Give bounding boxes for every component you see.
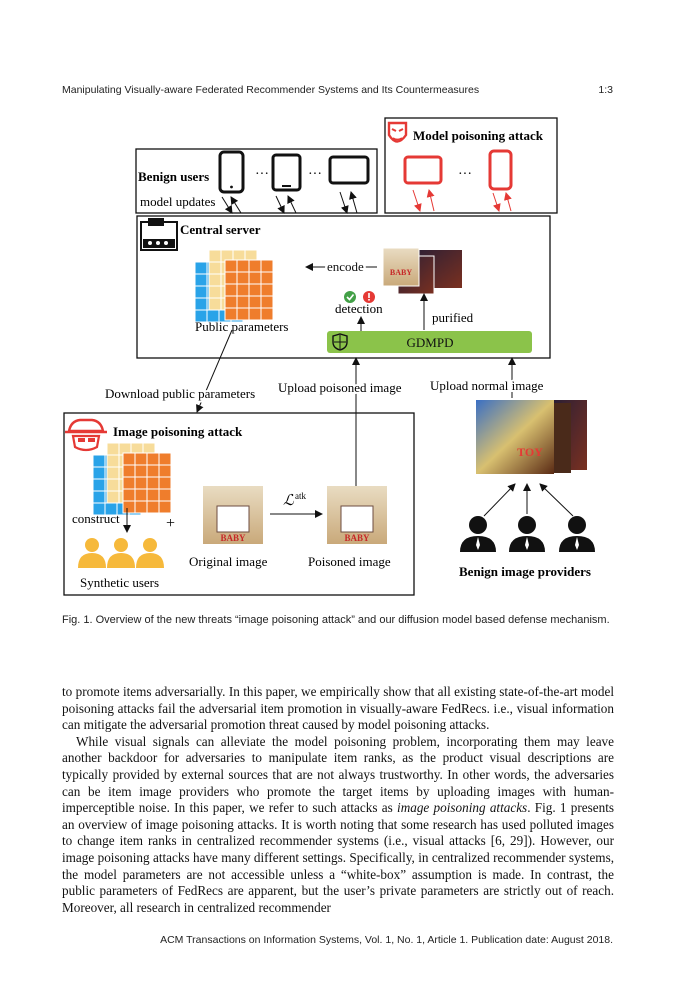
upload-poisoned-image-label: Upload poisoned image (278, 380, 402, 395)
construct-label: construct (72, 511, 120, 526)
page-footer: ACM Transactions on Information Systems,… (160, 934, 613, 946)
image-poisoning-attack-label: Image poisoning attack (113, 424, 243, 439)
poisoned-image-label: Poisoned image (308, 554, 391, 569)
tablet-icon (271, 153, 302, 192)
phone-icon (218, 150, 245, 194)
shield-icon (332, 333, 348, 351)
running-header-title: Manipulating Visually-aware Federated Re… (62, 84, 480, 96)
normal-image-stack: TOY (476, 400, 587, 474)
original-image-label: Original image (189, 554, 268, 569)
poster-stack: BABY (382, 247, 462, 295)
central-server-label: Central server (180, 222, 261, 237)
svg-text:TOY: TOY (517, 445, 543, 459)
public-parameters-grid (194, 249, 274, 323)
model-poisoning-attack-label: Model poisoning attack (413, 128, 544, 143)
check-icon (344, 291, 356, 303)
synthetic-users-label: Synthetic users (80, 575, 159, 590)
figure-caption: Fig. 1. Overview of the new threats “ima… (62, 614, 610, 626)
alert-icon (363, 291, 375, 303)
devil-mask-icon (387, 121, 408, 143)
model-updates-label: model updates (140, 194, 215, 209)
encode-label: encode (327, 259, 364, 274)
upload-normal-image-label: Upload normal image (430, 378, 544, 393)
svg-text:BABY: BABY (344, 533, 370, 543)
svg-text:···: ··· (255, 167, 269, 182)
gdmpd-label: GDMPD (407, 335, 454, 350)
svg-text:···: ··· (308, 167, 322, 182)
figure-1: Benign users model updates ··· ··· Model… (63, 117, 595, 596)
paragraph-2: While visual signals can alleviate the m… (62, 733, 615, 915)
synthetic-users-icon (78, 538, 164, 568)
loss-symbol: ℒ (283, 493, 295, 509)
page-number: 1:3 (598, 84, 613, 96)
purified-label: purified (432, 310, 474, 325)
laptop-icon (328, 155, 370, 185)
benign-users-label: Benign users (138, 169, 209, 184)
benign-image-providers-label: Benign image providers (459, 564, 591, 579)
original-image: BABY (203, 486, 263, 544)
download-public-parameters-label: Download public parameters (105, 386, 255, 401)
server-icon (140, 218, 178, 251)
detection-label: detection (335, 301, 383, 316)
gdmpd-bar (327, 331, 532, 353)
svg-text:···: ··· (458, 167, 472, 182)
plus-sign: + (166, 515, 175, 532)
poisoned-image: BABY (327, 486, 387, 544)
public-parameters-label: Public parameters (195, 319, 289, 334)
loss-sup: atk (295, 491, 306, 501)
attack-parameters-grid (92, 442, 172, 516)
svg-text:BABY: BABY (390, 268, 412, 277)
paragraph-1: to promote items adversarially. In this … (62, 684, 614, 733)
svg-text:BABY: BABY (220, 533, 246, 543)
body-text: to promote items adversarially. In this … (62, 684, 614, 916)
hacker-icon (65, 418, 107, 452)
